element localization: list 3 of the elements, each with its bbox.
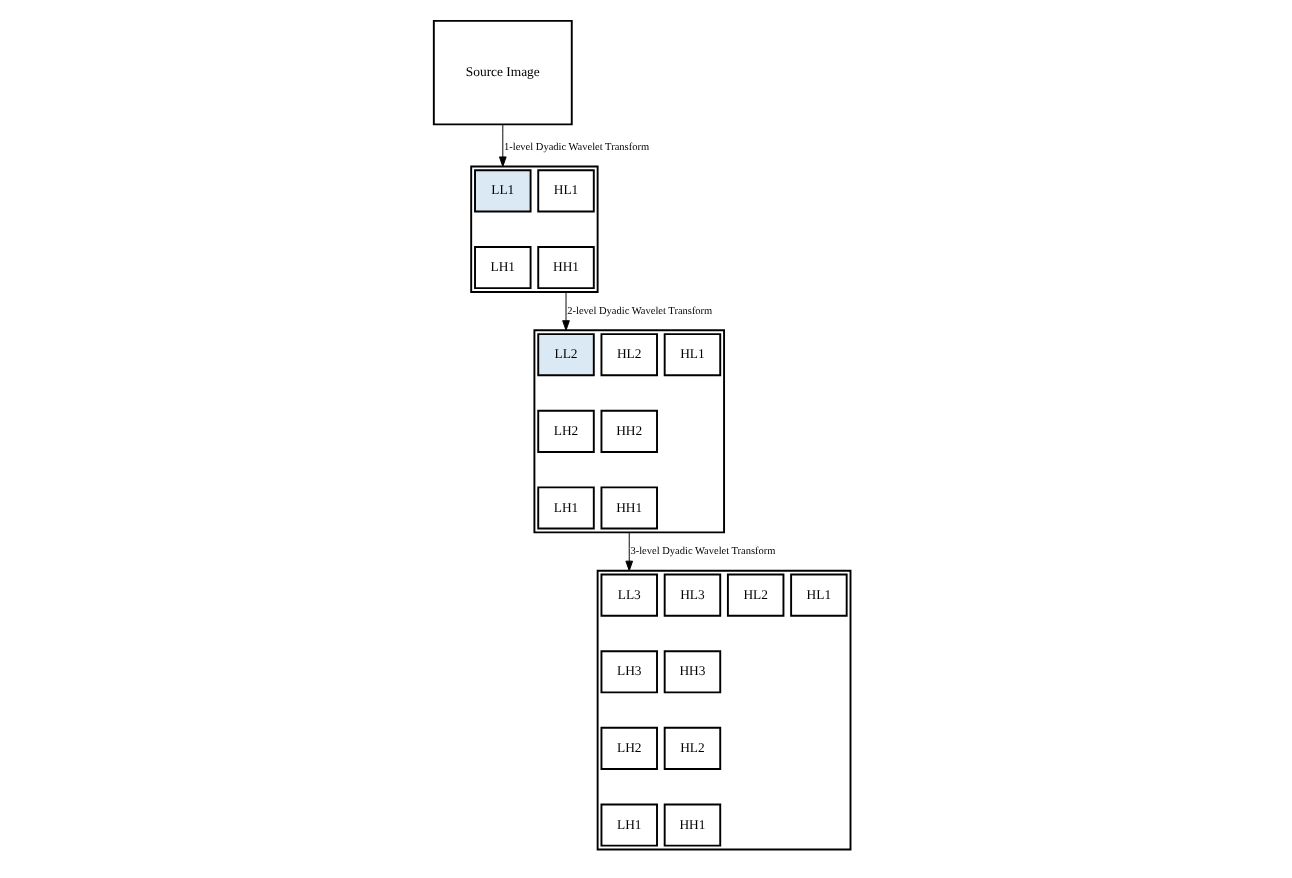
arrow [498,124,507,167]
arrow [625,531,634,572]
arrow [562,291,570,331]
